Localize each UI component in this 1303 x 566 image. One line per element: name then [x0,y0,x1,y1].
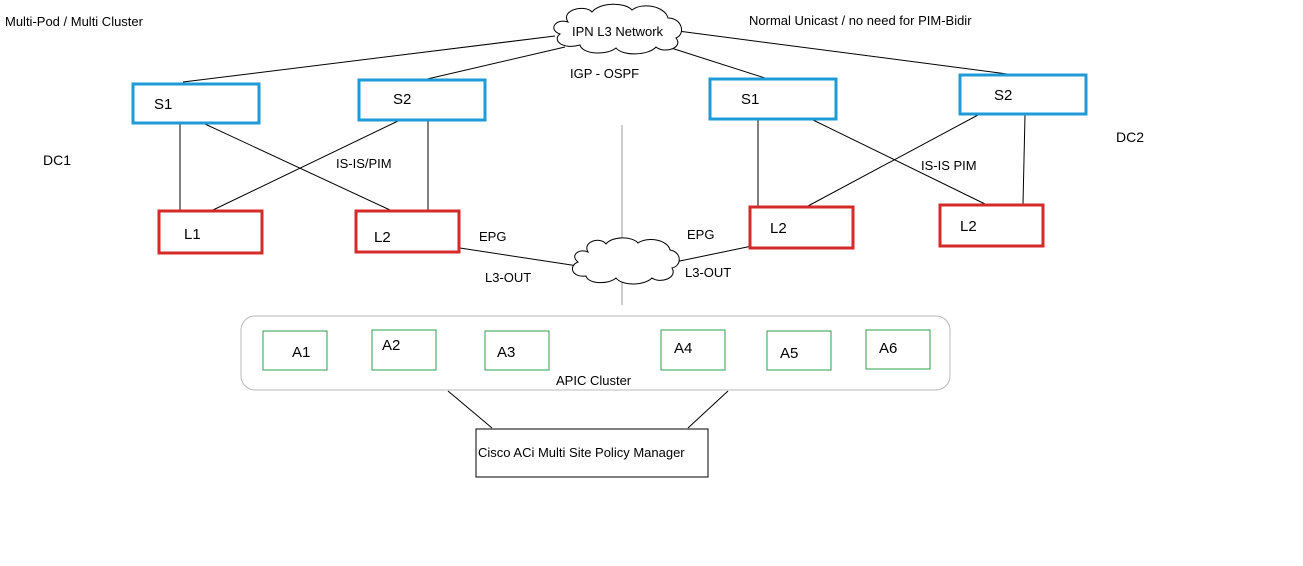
link-ipn-dc1-s2 [422,46,566,81]
dc1-spine-s2-label: S2 [393,91,411,108]
link-ipn-dc2-s2 [677,30,1024,77]
link-ipn-dc2-s1 [667,46,769,80]
apic-node-a2[interactable]: A2 [371,329,437,371]
dc2-leaf-l2b[interactable]: L2 [938,203,1045,248]
link-dc1-s2-l1 [212,120,399,211]
l3out-label-left: L3-OUT [485,270,531,285]
ipn-cloud-icon [553,3,683,55]
isis-pim-label-right: IS-IS PIM [921,158,977,173]
epg-label-left: EPG [479,229,506,244]
epg-label-right: EPG [687,227,714,242]
connection-lines [179,30,1026,429]
ipn-label: IPN L3 Network [572,24,664,39]
dc1-leaf-l1-label: L1 [184,226,201,243]
top-left-title: Multi-Pod / Multi Cluster [5,14,144,29]
l3out-cloud-icon [571,237,680,285]
link-dc2-s2-l2b [1022,114,1026,205]
dc2-label: DC2 [1116,129,1144,145]
apic-node-a2-label: A2 [382,337,400,354]
dc1-leaf-l2[interactable]: L2 [354,209,461,254]
link-dc2-s1-l2b [812,119,986,205]
link-apic-pm-left [447,390,493,429]
dc1-leaf-l1[interactable]: L1 [157,209,264,255]
dc1-spine-s1[interactable]: S1 [131,82,261,125]
apic-node-a4-label: A4 [674,340,692,357]
link-ipn-dc1-s1 [182,35,556,83]
apic-cluster-label: APIC Cluster [556,373,632,388]
apic-node-a1-label: A1 [292,344,310,361]
apic-node-a6[interactable]: A6 [865,329,931,370]
link-dc1-s1-l2 [204,123,391,211]
dc2-spine-s2-label: S2 [994,87,1012,104]
dc1-leaf-l2-label: L2 [374,229,391,246]
dc2-leaf-l2b-label: L2 [960,218,977,235]
dc2-leaf-l2a[interactable]: L2 [748,205,855,250]
link-apic-pm-right [687,390,729,429]
apic-node-a3[interactable]: A3 [484,330,550,371]
dc2-spine-s1-label: S1 [741,91,759,108]
top-right-title: Normal Unicast / no need for PIM-Bidir [749,13,972,28]
apic-node-a5[interactable]: A5 [766,330,832,371]
dc1-spine-s2[interactable]: S2 [357,78,487,122]
policy-manager-box[interactable]: Cisco ACi Multi Site Policy Manager [475,428,709,478]
igp-label: IGP - OSPF [570,66,639,81]
link-dc2-s2-l2a [807,114,979,207]
apic-node-a4[interactable]: A4 [660,329,726,371]
link-cloud-dc2-l2 [674,245,753,263]
apic-node-a5-label: A5 [780,345,798,362]
dc2-spine-s2[interactable]: S2 [958,73,1088,116]
link-dc1-l2-cloud [459,247,579,267]
dc1-label: DC1 [43,152,71,168]
apic-node-a1[interactable]: A1 [262,330,328,371]
l3out-label-right: L3-OUT [685,265,731,280]
dc2-spine-s1[interactable]: S1 [708,77,838,121]
dc1-spine-s1-label: S1 [154,96,172,113]
apic-node-a3-label: A3 [497,344,515,361]
isis-pim-label-left: IS-IS/PIM [336,156,392,171]
dc2-leaf-l2a-label: L2 [770,220,787,237]
apic-node-a6-label: A6 [879,340,897,357]
policy-manager-label: Cisco ACi Multi Site Policy Manager [478,445,685,460]
